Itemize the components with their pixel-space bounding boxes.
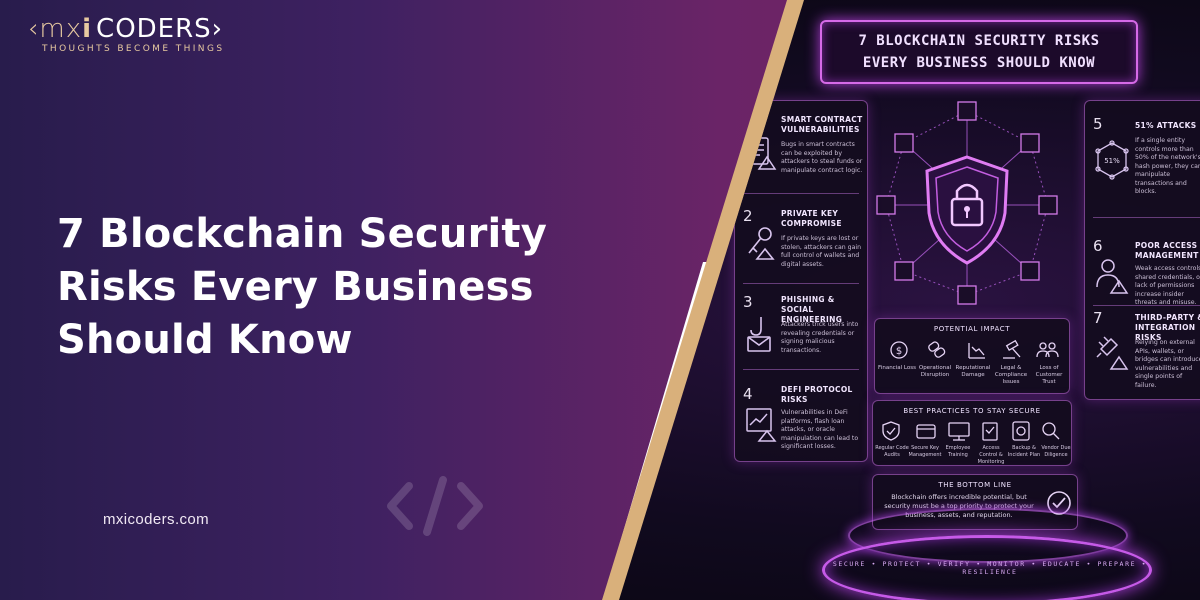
shield-check-icon <box>882 421 900 441</box>
dollar-icon <box>890 341 908 359</box>
user-warning-icon <box>1096 259 1129 294</box>
code-brackets-icon <box>387 476 483 536</box>
risk-number: 7 <box>1093 309 1103 327</box>
logo-left: ‹mx <box>28 14 83 44</box>
chart-warning-icon <box>746 408 777 442</box>
practice-item: Vendor Due Diligence <box>1041 445 1071 458</box>
impact-item: Loss of Customer Trust <box>1035 365 1063 385</box>
at-sign-icon <box>1012 421 1030 441</box>
risk-desc: Relying on external APIs, wallets, or br… <box>1135 339 1200 389</box>
divider <box>1093 305 1200 306</box>
wallet-icon <box>916 424 936 439</box>
risk-desc: Weak access controls, shared credentials… <box>1135 265 1200 306</box>
practice-item: Backup & Incident Plan <box>1007 445 1041 458</box>
badge-51: 51% <box>1104 157 1120 165</box>
risk-desc: If private keys are lost or stolen, atta… <box>781 235 861 268</box>
practices-title: BEST PRACTICES TO STAY SECURE <box>903 407 1041 415</box>
risk-title: DEFI PROTOCOL RISKS <box>781 385 853 404</box>
headline-line-3: Should Know <box>57 317 353 363</box>
impact-card: POTENTIAL IMPACT $ Financial Loss Operat… <box>874 318 1070 394</box>
practice-icons <box>882 421 1060 441</box>
practice-item: Regular Code Audits <box>875 445 909 458</box>
headline-line-2: Risks Every Business <box>57 264 534 310</box>
impact-item: Operational Disruption <box>918 365 952 378</box>
risk-number: 6 <box>1093 237 1103 255</box>
divider <box>743 283 859 284</box>
gavel-icon <box>1003 339 1021 359</box>
website-link[interactable]: mxicoders.com <box>103 511 210 528</box>
practice-item: Employee Training <box>945 445 971 458</box>
risk-title: SMART CONTRACT VULNERABILITIES <box>781 115 863 134</box>
impact-item: Reputational Damage <box>955 365 991 378</box>
svg-text:$: $ <box>896 346 902 357</box>
risk-desc: If a single entity controls more than 50… <box>1135 137 1200 195</box>
plate-line-1: 7 BLOCKCHAIN SECURITY RISKS <box>858 33 1100 49</box>
risk-title: 51% ATTACKS <box>1135 121 1197 130</box>
practice-item: Secure Key Management <box>908 445 942 458</box>
shield-network-graphic <box>876 101 1058 305</box>
practices-card: BEST PRACTICES TO STAY SECURE Regular Co… <box>872 400 1072 466</box>
ring-caption: SECURE • PROTECT • VERIFY • MONITOR • ED… <box>832 560 1148 576</box>
impact-title: POTENTIAL IMPACT <box>933 325 1011 333</box>
plate-line-2: EVERY BUSINESS SHOULD KNOW <box>862 55 1096 71</box>
divider <box>743 369 859 370</box>
risk-number: 3 <box>743 293 753 311</box>
chain-icon <box>928 341 946 358</box>
risk-title: POOR ACCESS MANAGEMENT <box>1135 241 1199 260</box>
risk-number: 4 <box>743 385 753 403</box>
risk-number: 2 <box>743 207 753 225</box>
risk-desc: Attackers trick users into revealing cre… <box>781 321 859 354</box>
risk-desc: Bugs in smart contracts can be exploited… <box>781 141 863 174</box>
page-headline: 7 Blockchain Security Risks Every Busine… <box>57 208 617 367</box>
key-icon <box>748 227 775 260</box>
divider <box>1093 217 1200 218</box>
divider <box>743 193 859 194</box>
logo-tagline: THOUGHTS BECOME THINGS <box>42 44 225 54</box>
impact-item: Legal & Compliance Issues <box>994 365 1028 385</box>
monitor-icon <box>948 422 970 441</box>
headline-line-1: 7 Blockchain Security <box>57 211 548 257</box>
impact-item: Financial Loss <box>878 365 916 371</box>
phishing-hook-icon <box>747 317 771 352</box>
hexagon-network-icon: 51% <box>1095 140 1129 180</box>
plug-warning-icon <box>1096 336 1129 370</box>
logo-mid: i <box>82 14 93 44</box>
risk-title: PRIVATE KEY COMPROMISE <box>781 209 842 228</box>
left-risks-card: 1 SMART CONTRACT VULNERABILITIES Bugs in… <box>734 100 868 462</box>
clipboard-icon <box>982 422 998 441</box>
bottom-line-title: THE BOTTOM LINE <box>938 481 1012 489</box>
risk-title: PHISHING & SOCIAL ENGINEERING <box>781 295 843 324</box>
users-icon <box>1036 342 1059 358</box>
risk-title: THIRD-PARTY & INTEGRATION RISKS <box>1135 313 1200 342</box>
risk-number: 5 <box>1093 115 1103 133</box>
practice-item: Access Control & Monitoring <box>977 445 1005 465</box>
chart-down-icon <box>968 343 985 359</box>
right-risks-card: 5 51% ATTACKS If a single entity control… <box>1084 100 1200 400</box>
magnifier-icon <box>1042 422 1060 440</box>
impact-icons: $ <box>890 339 1059 359</box>
infographic-title-plate: 7 BLOCKCHAIN SECURITY RISKS EVERY BUSINE… <box>820 20 1138 84</box>
logo-right: CODERS› <box>96 14 224 44</box>
platform-ring-outer <box>822 535 1152 600</box>
risk-desc: Vulnerabilities in DeFi platforms, flash… <box>781 409 859 450</box>
